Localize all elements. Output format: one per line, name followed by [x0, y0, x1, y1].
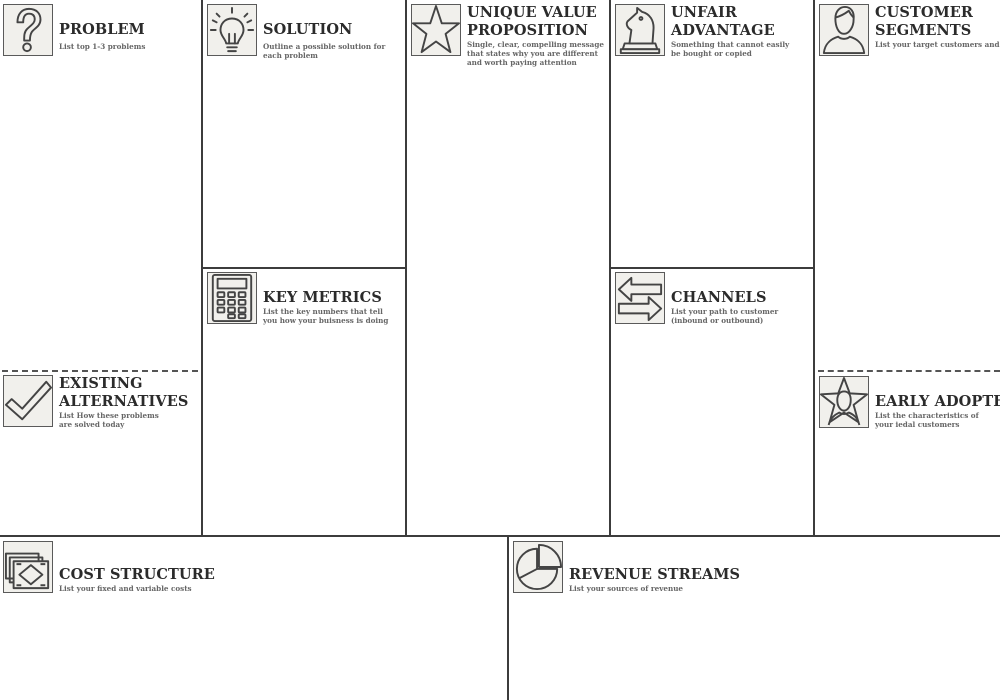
channels-description: List your path to customer (inbound or o…	[671, 307, 779, 326]
existing-alternatives-title-line2: ALTERNATIVES	[59, 393, 189, 410]
existing-alternatives-section[interactable]: EXISTING ALTERNATIVES List How these pro…	[3, 375, 199, 435]
chess-knight-icon	[615, 4, 665, 56]
divider-h-unfair	[611, 267, 813, 269]
unfair-advantage-title-line1: UNFAIR	[671, 4, 738, 21]
calculator-icon	[207, 272, 257, 324]
cost-structure-description: List your fixed and variable costs	[59, 584, 192, 593]
star-person-icon	[819, 376, 869, 428]
early-adopters-description: List the characteristics of your iedal c…	[875, 411, 979, 430]
unfair-advantage-description: Something that cannot easily be bought o…	[671, 40, 790, 59]
key-metrics-description: List the key numbers that tell you how y…	[263, 307, 389, 326]
existing-alternatives-title-line1: EXISTING	[59, 375, 143, 392]
banknotes-icon	[3, 541, 53, 593]
problem-title: PROBLEM	[59, 21, 145, 38]
solution-title: SOLUTION	[263, 21, 353, 38]
arrows-icon	[615, 272, 665, 324]
customer-segments-section[interactable]: CUSTOMER SEGMENTS List your target custo…	[819, 4, 1000, 64]
unique-value-proposition-section[interactable]: UNIQUE VALUE PROPOSITION Single, clear, …	[411, 4, 607, 74]
cost-structure-title: COST STRUCTURE	[59, 566, 215, 583]
divider-v-1	[201, 0, 203, 536]
divider-v-bottom	[507, 536, 509, 700]
solution-section[interactable]: SOLUTION Outline a possible solution for…	[207, 4, 403, 64]
cost-structure-section[interactable]: COST STRUCTURE List your fixed and varia…	[3, 541, 303, 601]
solution-description: Outline a possible solution for each pro…	[263, 42, 386, 61]
customer-segments-description: List your target customers and users	[875, 40, 1000, 49]
existing-alternatives-description: List How these problems are solved today	[59, 411, 159, 430]
customer-segments-title-line2: SEGMENTS	[875, 22, 972, 39]
early-adopters-title: EARLY ADOPTERS	[875, 393, 1000, 410]
revenue-streams-title: REVENUE STREAMS	[569, 566, 741, 583]
dashed-divider-problem	[2, 370, 198, 372]
customer-segments-title-line1: CUSTOMER	[875, 4, 974, 21]
revenue-streams-section[interactable]: REVENUE STREAMS List your sources of rev…	[513, 541, 813, 601]
problem-description: List top 1-3 problems	[59, 42, 146, 51]
early-adopters-section[interactable]: EARLY ADOPTERS List the characteristics …	[819, 376, 1000, 436]
divider-h-solution	[203, 267, 405, 269]
unfair-advantage-section[interactable]: UNFAIR ADVANTAGE Something that cannot e…	[615, 4, 811, 64]
pie-chart-icon	[513, 541, 563, 593]
problem-section[interactable]: PROBLEM List top 1-3 problems	[3, 4, 199, 64]
question-mark-icon	[3, 4, 53, 56]
checkmark-icon	[3, 375, 53, 427]
unique-value-proposition-description: Single, clear, compelling message that s…	[467, 40, 604, 68]
person-icon	[819, 4, 869, 56]
key-metrics-section[interactable]: KEY METRICS List the key numbers that te…	[207, 272, 403, 332]
divider-v-2	[405, 0, 407, 536]
revenue-streams-description: List your sources of revenue	[569, 584, 684, 593]
lightbulb-icon	[207, 4, 257, 56]
unfair-advantage-title-line2: ADVANTAGE	[671, 22, 775, 39]
channels-section[interactable]: CHANNELS List your path to customer (inb…	[615, 272, 811, 332]
channels-title: CHANNELS	[671, 289, 767, 306]
divider-v-4	[813, 0, 815, 536]
unique-value-proposition-title-line2: PROPOSITION	[467, 22, 588, 39]
unique-value-proposition-title-line1: UNIQUE VALUE	[467, 4, 597, 21]
divider-h-main	[0, 535, 1000, 537]
divider-v-3	[609, 0, 611, 536]
star-icon	[411, 4, 461, 56]
key-metrics-title: KEY METRICS	[263, 289, 382, 306]
dashed-divider-customer	[818, 370, 1000, 372]
